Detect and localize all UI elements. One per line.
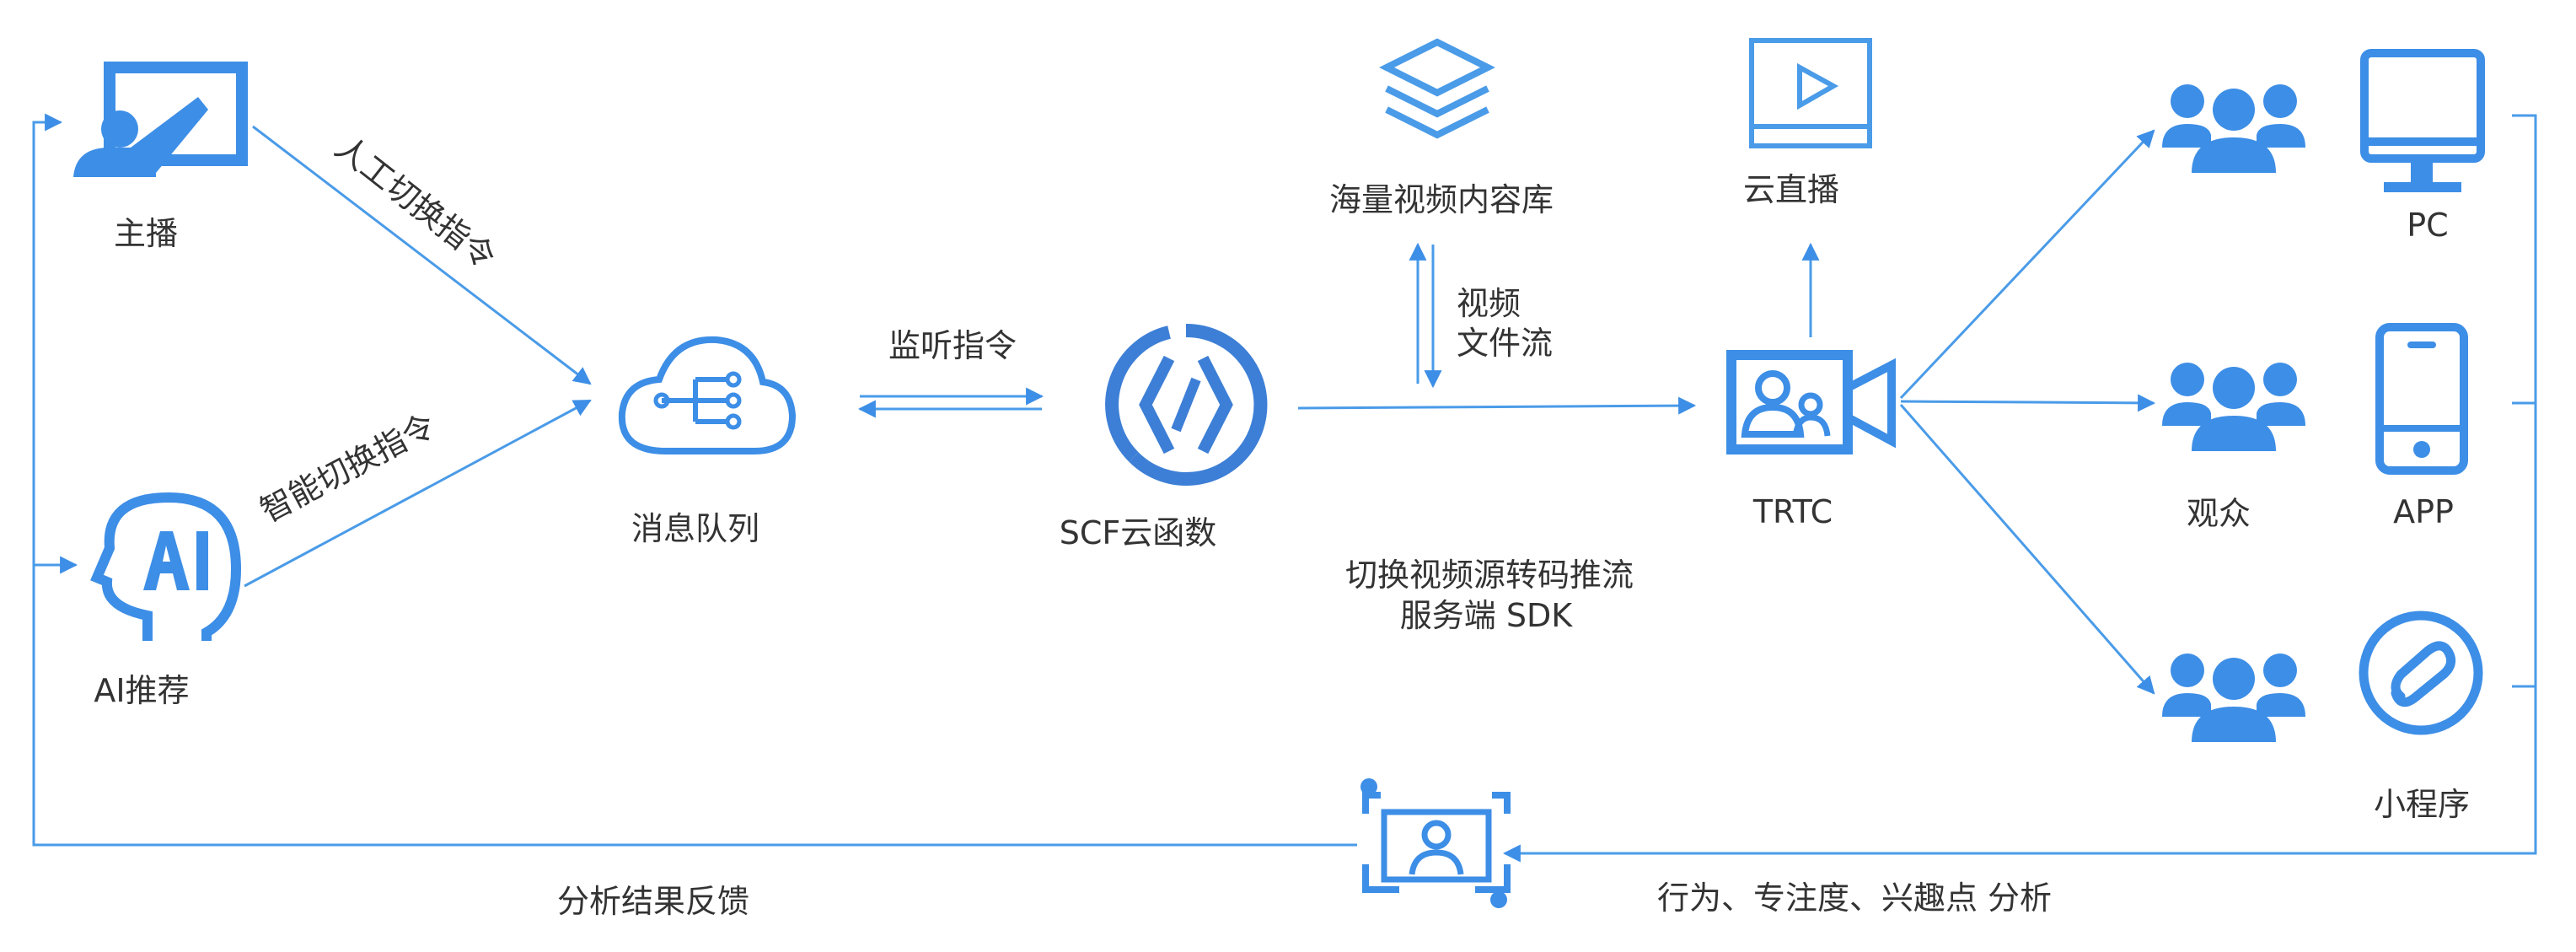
- message-queue-icon: [618, 336, 797, 454]
- label-trtc: TRTC: [1752, 493, 1833, 530]
- label-ai-recommend: AI推荐: [94, 672, 189, 709]
- label-scf: SCF云函数: [1060, 514, 1217, 551]
- label-pc: PC: [2407, 207, 2448, 244]
- layers-icon: [1379, 38, 1495, 139]
- arrow-trtc-to-audience-bottom: [1899, 404, 2155, 695]
- audience-group-icon: [2162, 363, 2305, 451]
- label-smart-switch: 智能切换指令: [255, 406, 442, 530]
- label-switch-transcode-1: 切换视频源转码推流: [1345, 557, 1634, 594]
- label-mini-program: 小程序: [2374, 786, 2470, 823]
- arrow-anchor-to-queue: [252, 125, 592, 385]
- label-listen: 监听指令: [888, 327, 1017, 364]
- analysis-frame-icon: [1360, 778, 1511, 908]
- label-video-library: 海量视频内容库: [1329, 181, 1554, 218]
- mini-program-icon: [2359, 610, 2483, 735]
- feedback-left-path: [32, 113, 1357, 847]
- trtc-camera-icon: [1726, 350, 1896, 454]
- monitor-icon: [2360, 49, 2485, 192]
- arrow-trtc-to-audience-mid: [1900, 394, 2156, 412]
- label-message-queue: 消息队列: [631, 510, 759, 547]
- feedback-right-path: [1502, 114, 2537, 863]
- presenter-icon: [73, 62, 248, 177]
- smartphone-icon: [2375, 323, 2468, 475]
- label-app: APP: [2393, 493, 2454, 530]
- arrow-trtc-to-audience-top: [1899, 129, 2155, 400]
- arrow-scf-to-trtc: [1297, 396, 1697, 415]
- label-anchor: 主播: [114, 215, 178, 252]
- audience-group-icon: [2162, 653, 2305, 742]
- label-analysis: 行为、专注度、兴趣点 分析: [1657, 879, 2052, 917]
- label-audience: 观众: [2187, 495, 2251, 532]
- scf-icon: [1105, 323, 1268, 486]
- label-video-2: 文件流: [1457, 325, 1553, 362]
- ai-head-icon: [90, 492, 242, 641]
- label-live: 云直播: [1743, 171, 1839, 208]
- connectors: [32, 113, 2537, 863]
- label-feedback: 分析结果反馈: [557, 883, 749, 920]
- audience-group-icon: [2162, 84, 2305, 173]
- label-manual-switch: 人工切换指令: [328, 128, 502, 276]
- play-video-icon: [1749, 38, 1872, 148]
- arrow-ai-to-queue: [244, 399, 592, 588]
- label-switch-transcode-2: 服务端 SDK: [1400, 597, 1573, 634]
- label-video-1: 视频: [1457, 285, 1521, 322]
